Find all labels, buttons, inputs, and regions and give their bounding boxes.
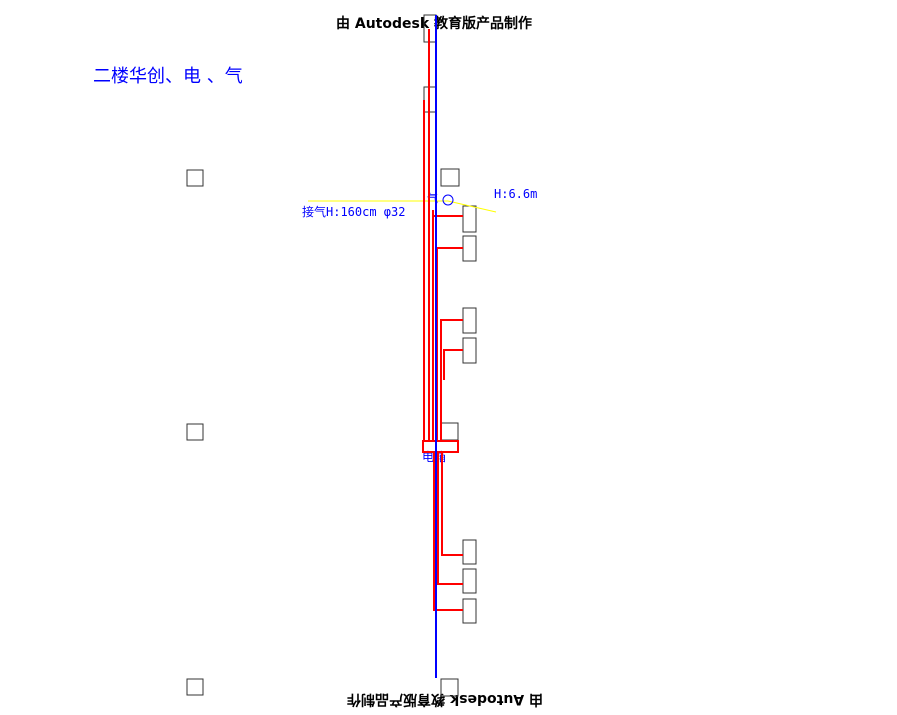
fixture-box bbox=[186, 678, 204, 696]
fixture-box bbox=[186, 169, 204, 187]
outlet-box bbox=[462, 337, 477, 364]
watermark-top: 由 Autodesk 教育版产品制作 bbox=[336, 16, 533, 32]
outlet-box bbox=[462, 235, 477, 262]
fixture-box bbox=[186, 423, 204, 441]
outlet-box bbox=[462, 205, 477, 233]
gas-label: 气 bbox=[427, 192, 438, 205]
fixture-box bbox=[440, 678, 459, 697]
power-circuits bbox=[422, 29, 463, 611]
gas-valve-icon bbox=[442, 194, 454, 206]
height-label: H:6.6m bbox=[494, 187, 538, 201]
fixture-box bbox=[440, 168, 460, 187]
gas-inlet-label: 接气H:160cm φ32 bbox=[302, 205, 406, 219]
fixture-box bbox=[440, 422, 459, 441]
outlet-box bbox=[462, 539, 477, 565]
fixture-outlines bbox=[186, 14, 477, 697]
drawing-title: 二楼华创、电 、气 bbox=[93, 66, 243, 87]
outlet-box bbox=[462, 307, 477, 334]
outlet-box bbox=[462, 568, 477, 594]
outlet-box bbox=[462, 598, 477, 624]
